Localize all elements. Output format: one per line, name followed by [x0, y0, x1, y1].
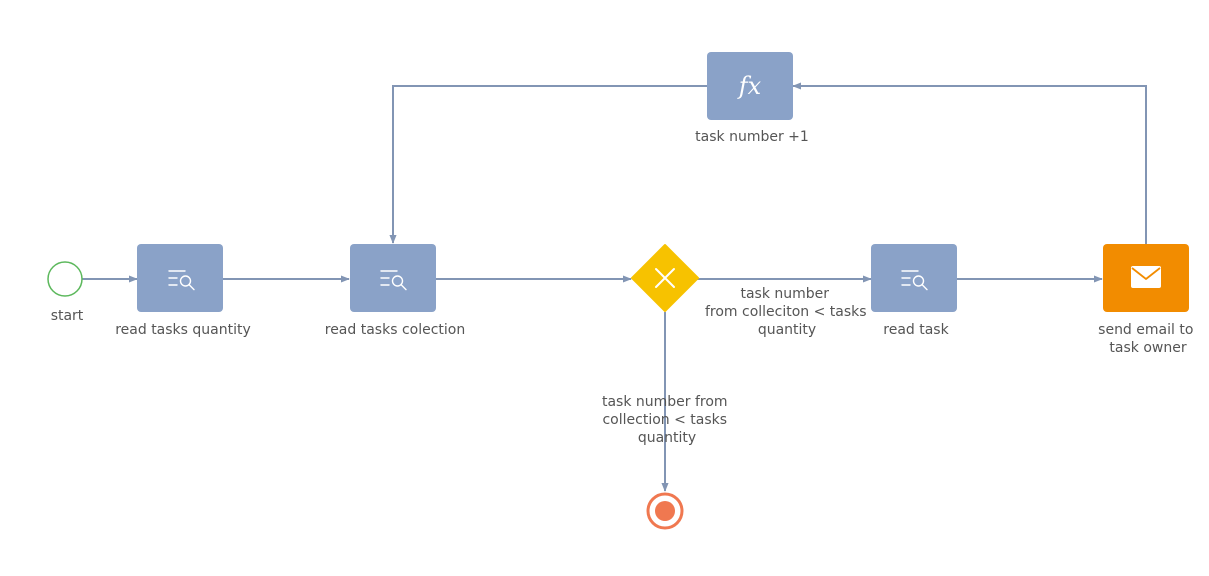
end-event[interactable]: [646, 492, 684, 530]
search-list-icon: [901, 270, 928, 291]
search-list-icon: [168, 270, 195, 291]
search-list-icon: [380, 270, 407, 291]
x-icon: [655, 268, 675, 288]
flow-task-num-to-read-coll[interactable]: [389, 85, 707, 244]
fx-icon: fx: [737, 72, 762, 100]
task-read-tasks-quantity[interactable]: [137, 244, 223, 312]
envelope-icon: [1131, 266, 1161, 288]
exclusive-gateway[interactable]: [631, 244, 699, 312]
task-read-tasks-collection[interactable]: [350, 244, 436, 312]
task-read-task[interactable]: [871, 244, 957, 312]
task-send-email-label: send email to task owner: [1098, 322, 1198, 356]
flow-label-gateway-to-read-task: task number from colleciton < tasks quan…: [705, 286, 871, 338]
task-task-number-increment[interactable]: fx: [707, 52, 793, 120]
flow-label-gateway-to-end: task number from collection < tasks quan…: [602, 394, 732, 446]
flow-send-email-to-task-num[interactable]: [792, 82, 1147, 244]
sequence-flows: [82, 82, 1147, 492]
task-send-email[interactable]: [1103, 244, 1189, 312]
task-read-task-label: read task: [883, 322, 949, 338]
task-read-tasks-collection-label: read tasks colection: [325, 322, 465, 338]
task-task-number-increment-label: task number +1: [695, 129, 809, 145]
task-read-tasks-quantity-label: read tasks quantity: [115, 322, 251, 338]
start-event-label: start: [51, 308, 84, 324]
start-event[interactable]: [47, 261, 83, 297]
